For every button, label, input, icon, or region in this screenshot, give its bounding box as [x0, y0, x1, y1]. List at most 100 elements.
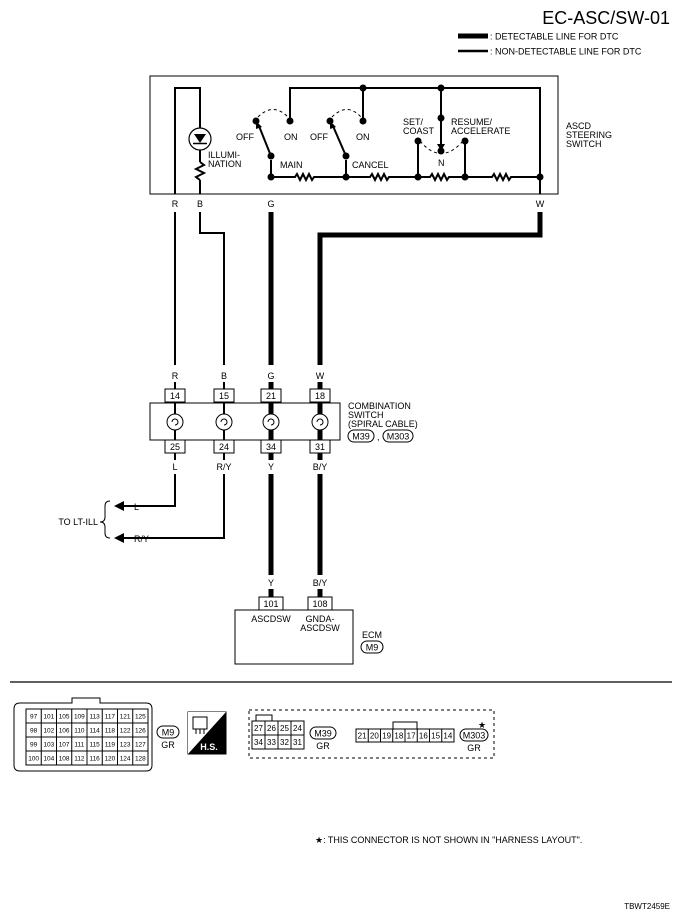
switch-name-line-2: STEERING [566, 130, 612, 140]
svg-text:120: 120 [104, 755, 115, 762]
svg-text:107: 107 [59, 741, 70, 748]
node [536, 173, 544, 181]
ecm-terminal-gnda-2: ASCDSW [300, 623, 340, 633]
pin-cell: 97 [25, 708, 42, 724]
ecm-name: ECM [362, 630, 382, 640]
set-label-1: SET/ [403, 117, 424, 127]
lt-ill-label: TO LT-ILL [58, 517, 98, 527]
svg-text:21: 21 [266, 391, 276, 401]
pin-cell: 32 [277, 734, 292, 750]
illumination-wire-r [174, 87, 201, 194]
pin-cell: 108 [56, 750, 73, 766]
combo-top-color-w: W [316, 371, 325, 381]
svg-text:112: 112 [74, 755, 85, 762]
spiral-contact [262, 403, 280, 440]
svg-text:109: 109 [74, 713, 85, 720]
legend-detectable-text: : DETECTABLE LINE FOR DTC [490, 32, 619, 42]
switch-name-line-1: ASCD [566, 121, 592, 131]
svg-text:15: 15 [219, 391, 229, 401]
pin-cell: 15 [429, 728, 443, 743]
svg-text:25: 25 [170, 442, 180, 452]
pin-cell: 105 [56, 708, 73, 724]
pin-cell: 24 [290, 720, 305, 736]
combo-bottom-color-y: Y [268, 462, 274, 472]
m39-connector-ref: M39 [314, 729, 332, 739]
resume-label-1: RESUME/ [451, 117, 493, 127]
svg-text:127: 127 [135, 741, 146, 748]
pin-cell: 119 [101, 736, 118, 752]
svg-text:117: 117 [105, 713, 116, 720]
svg-text:101: 101 [263, 599, 278, 609]
pin-cell: 113 [86, 708, 103, 724]
svg-text:33: 33 [267, 738, 276, 747]
illumination-resistor [193, 161, 207, 181]
ecm-box [234, 609, 354, 665]
pin-cell: 118 [101, 722, 118, 738]
combo-bottom-color-by: B/Y [313, 462, 328, 472]
pin-cell: 115 [86, 736, 103, 752]
pin-cell: 107 [56, 736, 73, 752]
svg-text:105: 105 [59, 713, 70, 720]
pin-cell: 111 [71, 736, 88, 752]
svg-text:113: 113 [89, 713, 100, 720]
ascd-steering-switch: ASCD STEERING SWITCH ILLUMI- NATION OFF … [149, 75, 612, 209]
line-legend: : DETECTABLE LINE FOR DTC : NON-DETECTAB… [458, 32, 642, 57]
cancel-off-label: OFF [310, 132, 328, 142]
page-title: EC-ASC/SW-01 [542, 8, 670, 28]
svg-text:123: 123 [120, 741, 131, 748]
pin-cell: 117 [101, 708, 118, 724]
to-lt-ill: L R/Y TO LT-ILL [58, 474, 225, 544]
pin-cell: 110 [71, 722, 88, 738]
svg-text:111: 111 [74, 741, 84, 748]
pin-cell: 98 [25, 722, 42, 738]
pin-cell: 21 [355, 728, 369, 743]
svg-text:103: 103 [43, 741, 54, 748]
combo-switch-box [149, 402, 341, 441]
switch-name-line-3: SWITCH [566, 139, 602, 149]
figure-code: TBWT2459E [624, 902, 670, 911]
svg-text:128: 128 [135, 755, 146, 762]
pin-cell: 128 [132, 750, 149, 766]
svg-text:34: 34 [254, 738, 263, 747]
switch-pin-g: G [267, 199, 274, 209]
combo-name-line-1: COMBINATION [348, 401, 411, 411]
pin-cell: 34 [251, 734, 266, 750]
svg-text:31: 31 [315, 442, 325, 452]
pin-cell: 33 [264, 734, 279, 750]
m303-ref-box [382, 429, 414, 443]
m303-connector-color: GR [467, 743, 481, 753]
pin-cell: 120 [101, 750, 118, 766]
wire-b [199, 212, 225, 365]
svg-text:104: 104 [43, 755, 54, 762]
switch-pin-r: R [172, 199, 179, 209]
pin-cell: 122 [117, 722, 134, 738]
pin-cell: 17 [404, 728, 418, 743]
common-bus-top [289, 87, 541, 194]
combo-top-color-g: G [267, 371, 274, 381]
m9-ref-box [156, 725, 180, 739]
pin-cell: 114 [86, 722, 103, 738]
combination-switch: R B G W 14 15 21 18 [149, 371, 418, 472]
pin-cell: 104 [40, 750, 57, 766]
illumination-label-1: ILLUMI- [208, 150, 240, 160]
pin-cell: 121 [117, 708, 134, 724]
ecm-terminal-gnda-1: GNDA- [306, 614, 335, 624]
svg-text:101: 101 [43, 713, 54, 720]
cancel-switch-arm [332, 125, 347, 157]
illumination-label-2: NATION [208, 159, 241, 169]
neutral-label: N [438, 158, 445, 168]
svg-text:20: 20 [370, 731, 379, 740]
svg-text:17: 17 [407, 731, 416, 740]
m9-connector-ref: M9 [162, 728, 175, 738]
svg-text:18: 18 [315, 391, 325, 401]
m9-ref-box [360, 640, 384, 654]
wire-w [317, 212, 543, 365]
svg-text:122: 122 [120, 727, 131, 734]
pin-cell: 112 [71, 750, 88, 766]
combo-top-color-r: R [172, 371, 179, 381]
spiral-contact [311, 403, 329, 440]
